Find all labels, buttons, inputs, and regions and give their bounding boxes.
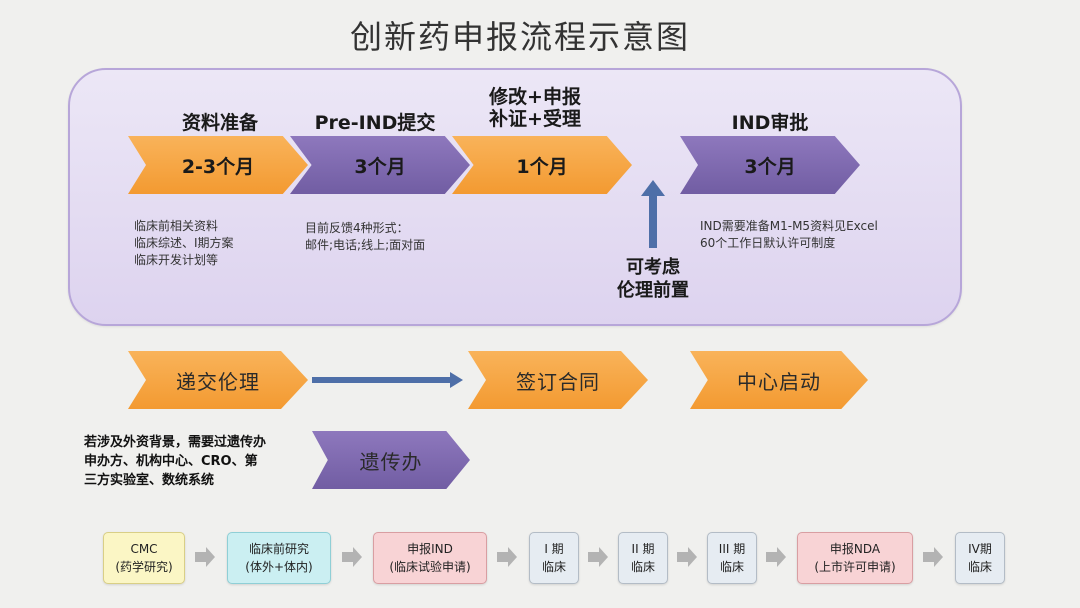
process-step-line2: 临床 — [630, 560, 655, 574]
stage-label-ind: IND审批 — [731, 112, 809, 134]
process-step-ind-filing: 申报IND (临床试验申请) — [373, 532, 487, 584]
process-step-line2: (药学研究) — [115, 560, 173, 574]
center-start-label: 中心启动 — [737, 369, 821, 394]
prep-note-line: 临床前相关资料 — [134, 219, 219, 233]
process-step-phase2: II 期 临床 — [618, 532, 668, 584]
stage-label-preind: Pre-IND提交 — [314, 112, 436, 134]
process-step-line1: II 期 — [631, 542, 655, 556]
process-step-phase1: I 期 临床 — [529, 532, 579, 584]
ind-note-line: IND需要准备M1-M5资料见Excel — [700, 219, 878, 233]
preind-note-line: 目前反馈4种形式： — [305, 221, 409, 235]
process-step-cmc: CMC (药学研究) — [103, 532, 185, 584]
ind-timeline-panel — [68, 68, 962, 326]
chevron-ind: 3个月 — [680, 136, 860, 194]
process-step-phase4: IV期 临床 — [955, 532, 1005, 584]
process-step-line2: (临床试验申请) — [389, 560, 471, 574]
process-step-line1: CMC — [130, 542, 158, 556]
flow-arrow-icon — [588, 547, 608, 567]
chevron-revise-duration: 1个月 — [516, 155, 568, 178]
flow-arrow-icon — [677, 547, 697, 567]
chevron-sign-contract: 签订合同 — [468, 351, 648, 409]
chevron-submit-ethics: 递交伦理 — [128, 351, 308, 409]
chevron-prep-duration: 2-3个月 — [181, 155, 255, 178]
ethics-front-line1: 可考虑 — [626, 257, 680, 278]
process-step-line1: I 期 — [544, 542, 564, 556]
process-step-phase3: III 期 临床 — [707, 532, 757, 584]
chevron-revise: 1个月 — [452, 136, 632, 194]
chevron-preind-duration: 3个月 — [354, 155, 406, 178]
genetic-note-line: 三方实验室、数统系统 — [84, 473, 215, 488]
flow-arrow-icon — [342, 547, 362, 567]
flow-arrow-icon — [497, 547, 517, 567]
ethics-front-line2: 伦理前置 — [617, 280, 689, 301]
prep-note-line: 临床开发计划等 — [134, 253, 219, 267]
genetic-note-line: 申办方、机构中心、CRO、第 — [84, 454, 258, 469]
submit-ethics-label: 递交伦理 — [176, 369, 260, 394]
stage-label-revise: 修改+申报 补证+受理 — [465, 86, 605, 130]
flow-arrow-icon — [195, 547, 215, 567]
sign-contract-label: 签订合同 — [516, 369, 600, 394]
process-step-line2: (上市许可申请) — [814, 560, 896, 574]
chevron-preind: 3个月 — [290, 136, 470, 194]
process-step-line1: 申报IND — [407, 542, 453, 556]
process-step-line1: IV期 — [968, 542, 992, 556]
flow-arrow-icon — [923, 547, 943, 567]
ind-note-line: 60个工作日默认许可制度 — [700, 236, 836, 250]
process-step-nda-filing: 申报NDA (上市许可申请) — [797, 532, 913, 584]
genetic-office-label: 遗传办 — [359, 449, 423, 474]
preind-notes: 目前反馈4种形式： 邮件;电话;线上;面对面 — [305, 220, 425, 254]
process-step-line2: (体外+体内) — [245, 560, 313, 574]
prep-notes: 临床前相关资料 临床综述、I期方案 临床开发计划等 — [134, 218, 234, 269]
stage-label-prep: 资料准备 — [181, 112, 258, 134]
ind-notes: IND需要准备M1-M5资料见Excel 60个工作日默认许可制度 — [700, 218, 878, 252]
ethics-front-note: 可考虑 伦理前置 — [588, 256, 718, 302]
up-arrow-icon — [641, 180, 665, 248]
process-step-line1: 临床前研究 — [248, 542, 309, 556]
process-step-line2: 临床 — [719, 560, 744, 574]
chevron-genetic-office: 遗传办 — [312, 431, 470, 489]
chevron-center-start: 中心启动 — [690, 351, 868, 409]
stage-label-revise-line2: 补证+受理 — [489, 108, 581, 130]
preind-note-line: 邮件;电话;线上;面对面 — [305, 238, 426, 252]
process-step-line1: 申报NDA — [829, 542, 881, 556]
stage-label-revise-line1: 修改+申报 — [489, 86, 581, 108]
process-step-preclinical: 临床前研究 (体外+体内) — [227, 532, 331, 584]
process-step-line1: III 期 — [718, 542, 746, 556]
page-title: 创新药申报流程示意图 — [349, 18, 690, 56]
prep-note-line: 临床综述、I期方案 — [134, 236, 234, 250]
right-arrow-icon — [312, 372, 463, 388]
chevron-ind-duration: 3个月 — [744, 155, 796, 178]
genetic-note-line: 若涉及外资背景，需要过遗传办 — [84, 435, 267, 450]
flow-arrow-icon — [766, 547, 786, 567]
chevron-prep: 2-3个月 — [128, 136, 308, 194]
process-step-line2: 临床 — [541, 560, 566, 574]
genetic-office-note: 若涉及外资背景，需要过遗传办 申办方、机构中心、CRO、第 三方实验室、数统系统 — [84, 433, 266, 490]
process-step-line2: 临床 — [967, 560, 992, 574]
